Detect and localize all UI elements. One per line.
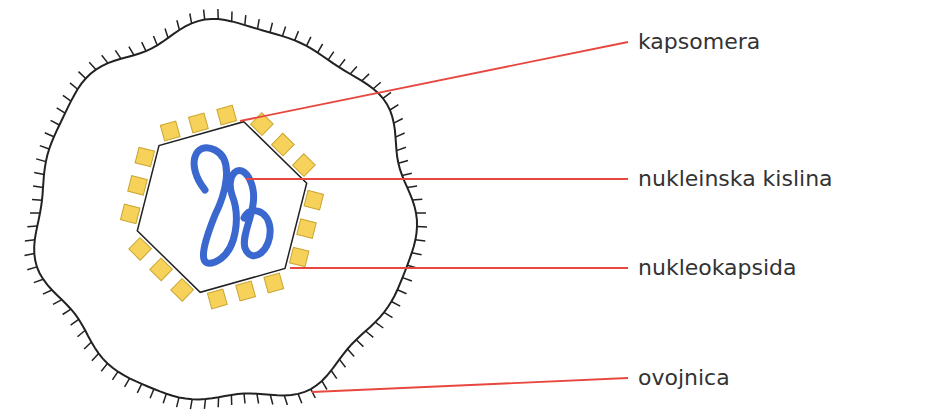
part-label: kapsomera	[636, 29, 762, 55]
capsid-hexagon	[137, 122, 306, 293]
nucleic-acid	[194, 148, 270, 264]
capsomere	[128, 176, 147, 195]
capsomere	[120, 204, 139, 223]
capsomere	[297, 219, 316, 238]
capsomere	[135, 147, 154, 166]
capsomere	[264, 273, 284, 293]
leader-lines	[240, 42, 628, 392]
part-label: ovojnica	[636, 365, 732, 391]
part-label: nukleokapsida	[636, 255, 799, 281]
leader-line	[290, 267, 628, 269]
leader-line	[240, 42, 628, 121]
capsomere	[289, 247, 308, 266]
capsomere	[207, 289, 227, 309]
capsomere	[160, 121, 180, 141]
capsomere	[189, 113, 209, 133]
leader-line	[312, 378, 628, 392]
capsomere	[217, 105, 237, 125]
capsomere	[304, 190, 323, 209]
capsomere	[236, 281, 256, 301]
leader-line	[246, 178, 628, 180]
capsomere-squares	[120, 105, 323, 309]
envelope-spikes	[25, 9, 428, 409]
part-label: nukleinska kislina	[636, 166, 835, 192]
